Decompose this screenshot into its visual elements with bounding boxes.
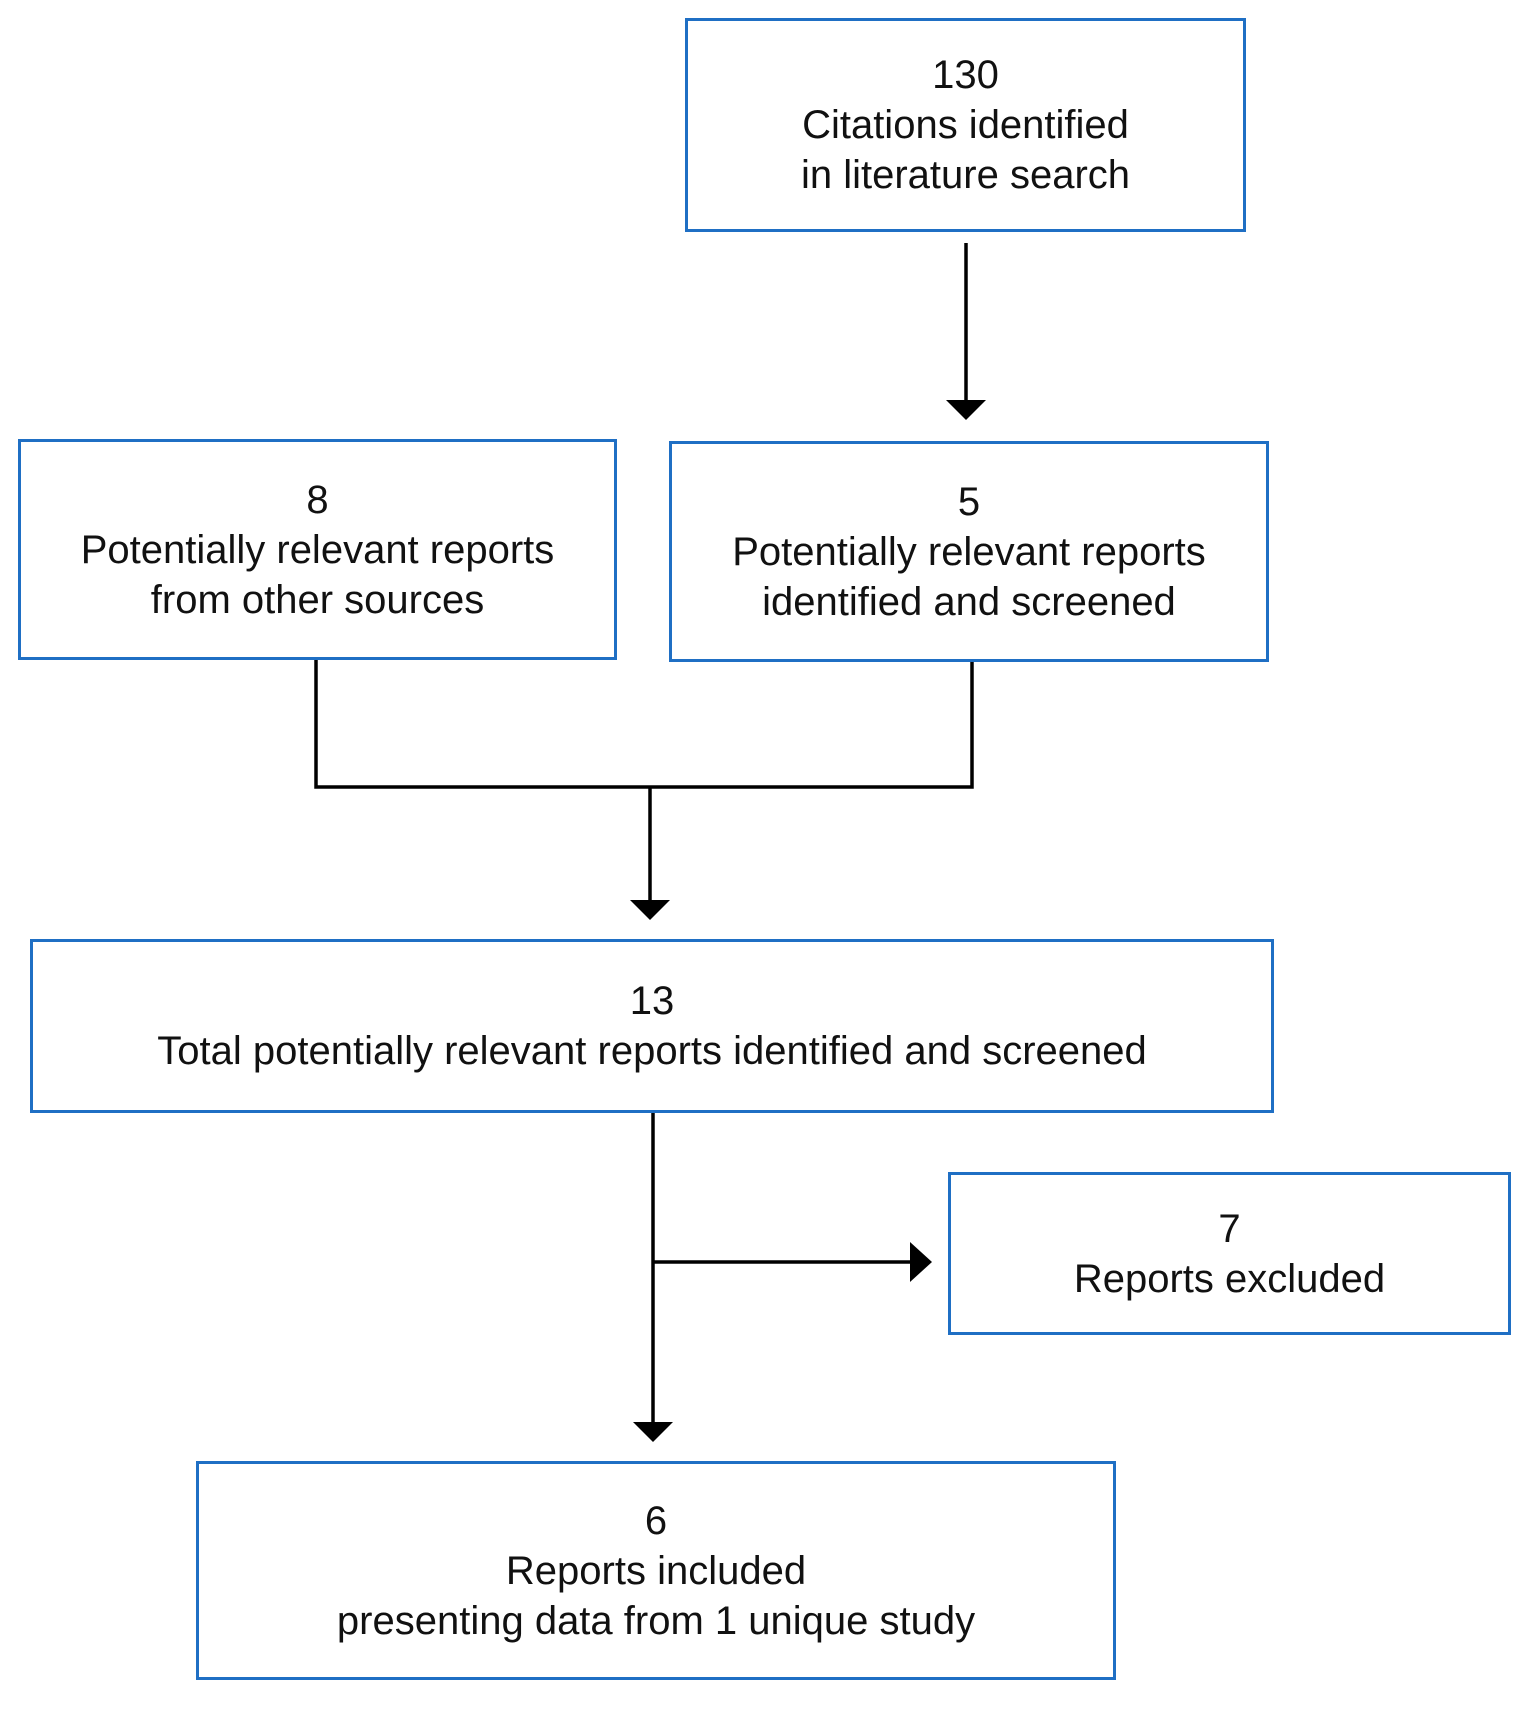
- screened-label-line2: identified and screened: [762, 579, 1176, 624]
- included-label-line2: presenting data from 1 unique study: [336, 1598, 976, 1643]
- screened-count: 5: [957, 479, 981, 524]
- screened-label-line1: Potentially relevant reports: [732, 529, 1206, 574]
- total-count: 13: [629, 979, 675, 1023]
- other-sources-count: 8: [306, 477, 329, 522]
- other-sources-label-line2: from other sources: [150, 577, 485, 622]
- included-count: 6: [644, 1498, 668, 1543]
- excluded-count: 7: [1218, 1206, 1241, 1251]
- arrowhead-down-icon: [630, 900, 670, 920]
- total-reports-box: 13 Total potentially relevant reports id…: [30, 939, 1274, 1113]
- arrowhead-down-icon: [946, 400, 986, 420]
- screened-reports-box: 5 Potentially relevant reports identifie…: [669, 441, 1269, 662]
- connector-other-sources-merge: [314, 660, 974, 789]
- citations-identified-box: 130 Citations identified in literature s…: [685, 18, 1246, 232]
- total-label: Total potentially relevant reports ident…: [157, 1029, 1147, 1073]
- included-reports-box: 6 Reports included presenting data from …: [196, 1461, 1116, 1680]
- arrowhead-down-icon: [633, 1422, 673, 1442]
- included-label-line1: Reports included: [505, 1548, 807, 1593]
- excluded-label: Reports excluded: [1073, 1256, 1386, 1301]
- other-sources-box: 8 Potentially relevant reports from othe…: [18, 439, 617, 660]
- citations-label-line1: Citations identified: [802, 103, 1129, 147]
- citations-count: 130: [932, 53, 999, 97]
- citations-label-line2: in literature search: [800, 153, 1131, 197]
- arrowhead-right-icon: [910, 1242, 932, 1282]
- excluded-reports-box: 7 Reports excluded: [948, 1172, 1511, 1335]
- other-sources-label-line1: Potentially relevant reports: [80, 527, 555, 572]
